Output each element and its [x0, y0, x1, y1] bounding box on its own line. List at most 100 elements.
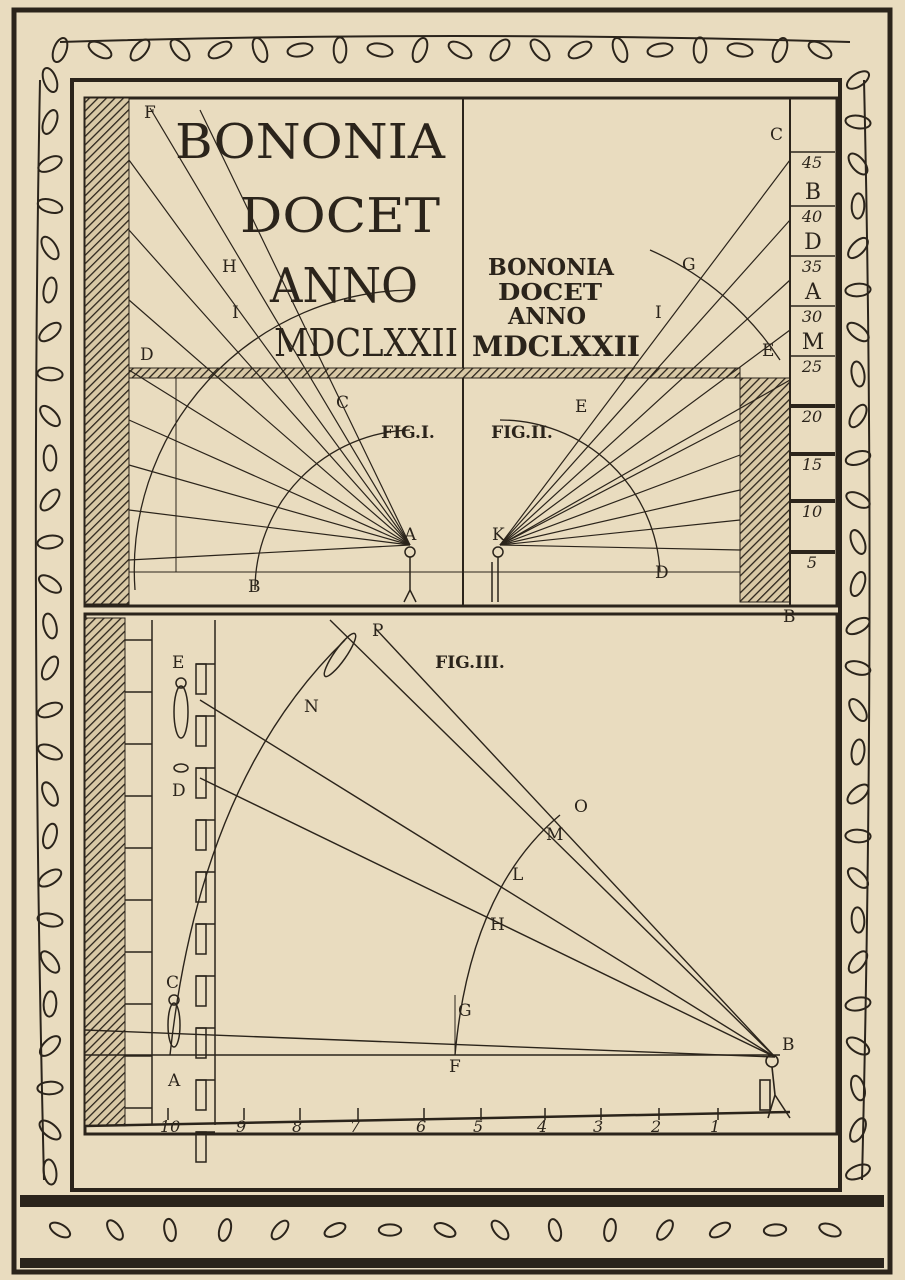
sight-line [128, 544, 411, 561]
sight-line [499, 219, 791, 546]
sight-line [199, 109, 411, 546]
scale-tick-label: 4 [536, 1117, 547, 1136]
sight-line [128, 369, 411, 546]
ornamental-border [11, 7, 893, 1275]
observer-figure-b [759, 1054, 791, 1119]
fig-1-caption: FIG.I. [381, 423, 435, 443]
observer-figure-k [491, 546, 504, 602]
label-n: N [304, 697, 319, 717]
statue-p [323, 632, 357, 678]
sight-line [149, 107, 411, 546]
sight-line [128, 509, 411, 546]
sight-line [499, 379, 791, 546]
title-large-line-3: ANNO [269, 258, 418, 314]
label-o: O [574, 797, 588, 817]
label-c: C [166, 973, 179, 993]
sight-line [128, 419, 411, 546]
scale-tick-label: 10 [160, 1117, 180, 1136]
title-large-line-2: DOCET [240, 188, 440, 244]
sight-line [128, 229, 411, 546]
scale-number: 35 [802, 257, 822, 276]
label-b-right: B [783, 607, 796, 627]
label-m: M [546, 825, 563, 845]
left-wall [84, 97, 130, 605]
sight-line [499, 279, 791, 546]
sight-line [128, 299, 411, 546]
label-f: F [144, 103, 156, 123]
cornice [128, 367, 741, 379]
statue-c [167, 994, 181, 1048]
label-b: B [248, 577, 261, 597]
sight-line [499, 329, 791, 546]
sight-line [499, 519, 741, 546]
scale-letter: D [804, 230, 822, 255]
observer-figure-a [403, 546, 417, 603]
label-i: I [232, 303, 239, 323]
scale-number: 20 [801, 407, 822, 426]
sight-line [374, 627, 776, 1058]
label-h: H [490, 915, 505, 935]
fig-3-caption: FIG.III. [435, 653, 505, 673]
label-e-lower: E [575, 397, 587, 417]
label-e: E [172, 653, 184, 673]
label-k: K [492, 525, 505, 545]
sight-line [499, 419, 741, 546]
bottom-scale: 10 9 8 7 6 5 4 3 2 1 [160, 1108, 720, 1136]
label-l: L [512, 865, 523, 885]
scale-number: 45 [801, 153, 822, 172]
label-e-upper: E [762, 341, 774, 361]
sight-line [499, 544, 741, 551]
label-a: A [167, 1071, 181, 1091]
sight-line [128, 464, 411, 546]
scale-letter: B [805, 180, 821, 205]
scale-tick-label: 3 [593, 1117, 603, 1136]
scale-number: 25 [801, 357, 822, 376]
scale-tick-label: 5 [473, 1117, 483, 1136]
label-d: D [140, 345, 154, 365]
scale-number: 10 [802, 502, 822, 521]
label-g: G [458, 1001, 472, 1021]
sight-line [84, 1029, 776, 1058]
scale-tick-label: 7 [350, 1117, 361, 1136]
scale-letter: M [802, 330, 825, 355]
scale-tick-label: 9 [236, 1117, 246, 1136]
label-f: F [449, 1057, 461, 1077]
label-d: D [172, 781, 186, 801]
sight-line [499, 159, 791, 546]
label-p: P [372, 621, 383, 641]
title-small-line-3: ANNO [507, 303, 586, 330]
figure-1-2-panel: BONONIA DOCET ANNO MDCLXXII BONONIA DOCE… [83, 96, 839, 627]
sight-line [128, 159, 411, 546]
scale-tick-label: 8 [292, 1117, 302, 1136]
title-large-line-1: BONONIA [175, 114, 446, 170]
sight-line [329, 619, 776, 1058]
scale-number: 30 [802, 307, 822, 326]
title-large-line-4: MDCLXXII [274, 321, 458, 365]
scale-tick-label: 1 [710, 1117, 720, 1136]
statue-e [173, 677, 189, 773]
scale-number: 5 [807, 553, 817, 572]
title-small-line-4: MDCLXXII [472, 330, 640, 363]
vine-ornament-icon [34, 35, 872, 1243]
label-c: C [336, 393, 349, 413]
title-small-line-1: BONONIA [488, 254, 615, 281]
label-c-right: C [770, 125, 783, 145]
label-d-right: D [655, 563, 669, 583]
right-wall [739, 377, 791, 603]
label-b: B [782, 1035, 795, 1055]
fig-2-caption: FIG.II. [491, 423, 553, 443]
label-a: A [403, 525, 417, 545]
scale-tick-label: 6 [416, 1117, 426, 1136]
figure-3-panel: FIG.III. E D C A B F G H L MO N P 10 9 8 7 6 5 4 3 2 1 [83, 612, 839, 1163]
sight-line [499, 454, 741, 546]
scale-letter: A [804, 280, 822, 305]
scale-number: 15 [802, 455, 822, 474]
scale-number: 40 [801, 207, 822, 226]
sight-line [199, 699, 776, 1058]
label-h: H [222, 257, 237, 277]
label-i-right: I [655, 303, 662, 323]
left-wall-3 [84, 617, 126, 1127]
scale-tick-label: 2 [650, 1117, 661, 1136]
